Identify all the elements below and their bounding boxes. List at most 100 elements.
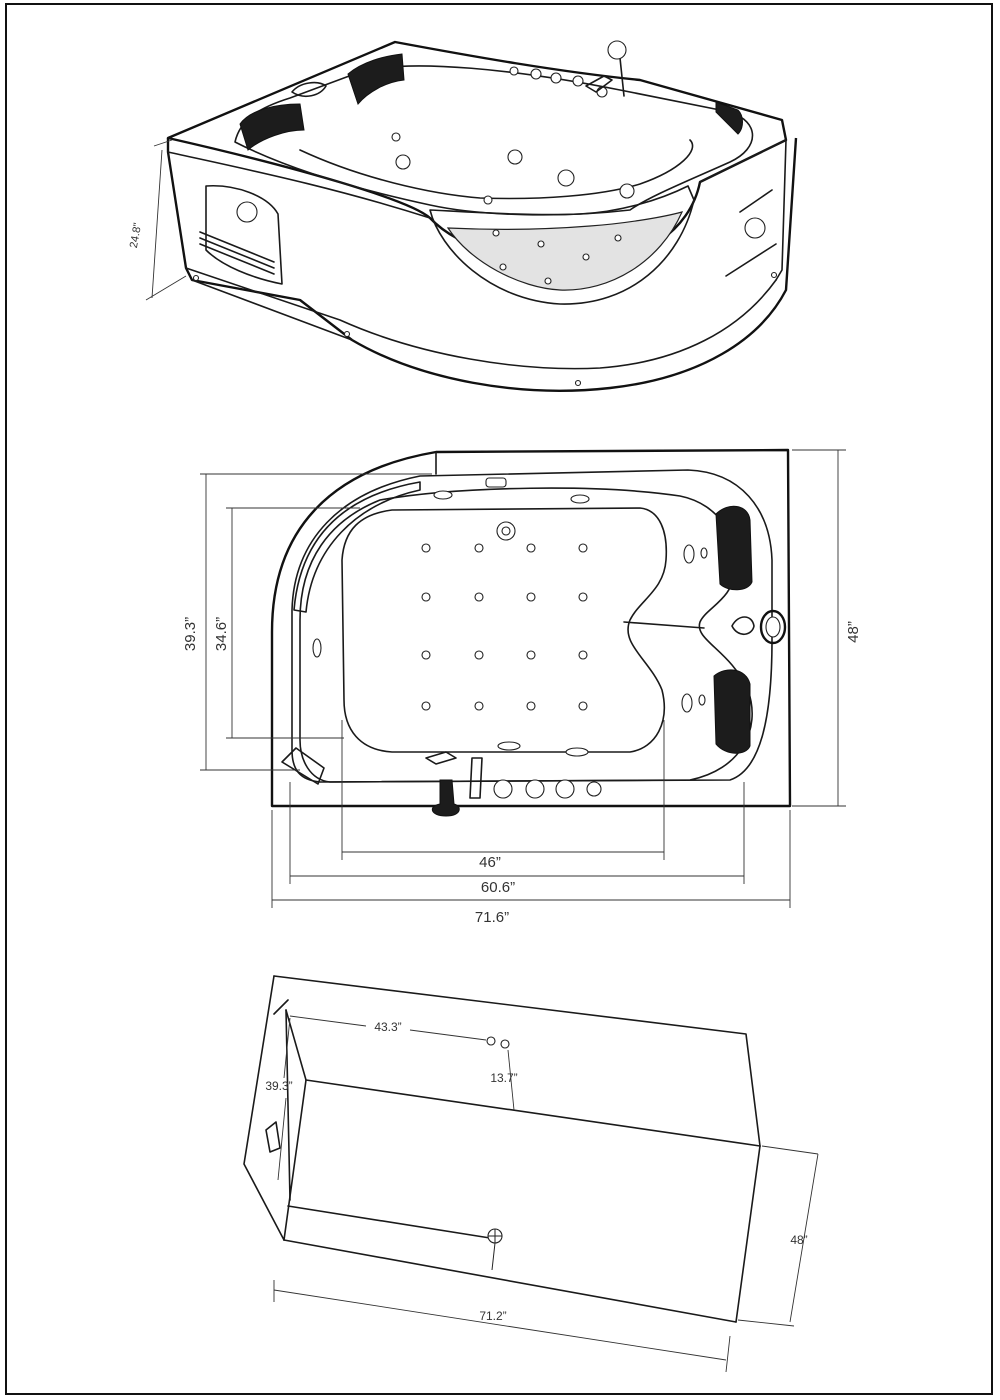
top-dim-34-6	[226, 507, 360, 739]
top-floor-jet	[526, 650, 536, 660]
install-dim-39-3-label: 39.3”	[265, 1079, 292, 1093]
top-floor-jet	[526, 592, 536, 602]
top-neck-jet	[700, 547, 708, 559]
top-side-jet	[312, 638, 322, 658]
install-drain-cross	[488, 1229, 502, 1271]
isometric-view: 24.8"	[128, 40, 798, 392]
top-floor-jet	[421, 650, 431, 660]
install-floor-front	[283, 1239, 737, 1323]
iso-control-knob	[596, 86, 608, 98]
top-control-knob	[525, 779, 545, 799]
install-left-step	[273, 999, 291, 1201]
top-rim-jet	[433, 490, 453, 500]
iso-basin-floor	[299, 139, 694, 200]
iso-window-jet	[614, 234, 622, 242]
top-dim-60-6-label: 60.6”	[481, 879, 515, 896]
iso-shower-hose	[619, 57, 625, 97]
iso-body-jet	[395, 154, 411, 170]
iso-pillow-left-deck	[291, 81, 327, 98]
iso-drain	[483, 195, 493, 205]
top-dim-34-6-label: 34.6”	[213, 617, 230, 651]
top-dim-46-label: 46”	[479, 854, 501, 871]
install-right-front	[735, 1145, 761, 1323]
top-floor-jet	[578, 701, 588, 711]
top-floor-jet	[578, 650, 588, 660]
iso-side-vent	[725, 189, 777, 277]
iso-glass-window	[446, 211, 684, 291]
top-overflow	[485, 477, 507, 488]
install-front-left	[283, 1079, 307, 1241]
installation-view: 43.3” 13.7” 39.3” 48” 71.2”	[243, 975, 819, 1373]
top-floor-jet	[474, 592, 484, 602]
iso-window-jet	[582, 253, 590, 261]
top-dim-71-6-label: 71.6”	[475, 909, 509, 926]
top-faucet-spout	[731, 616, 755, 636]
iso-foot-screw	[574, 379, 582, 387]
top-floor-jet	[526, 543, 536, 553]
top-dim-60-6	[289, 782, 745, 884]
top-control-knob	[493, 779, 513, 799]
install-side-bracket	[265, 1121, 281, 1153]
iso-skirt-base	[185, 267, 777, 370]
install-dim-13-7	[507, 1049, 515, 1111]
iso-side-cutout	[205, 185, 283, 285]
install-left-wall	[243, 975, 285, 1241]
top-dim-39-3-label: 39.3”	[182, 617, 199, 651]
iso-right-panel	[699, 139, 787, 281]
iso-foot-screw	[192, 274, 200, 282]
install-back-wall-top	[273, 975, 761, 1147]
iso-speaker	[236, 201, 258, 223]
iso-skirt-top-line	[167, 151, 431, 219]
top-floor-jet	[474, 543, 484, 553]
top-dim-48-label: 48”	[845, 621, 862, 643]
iso-headrest-left	[239, 103, 305, 151]
top-control-knob	[555, 779, 575, 799]
top-side-speaker	[759, 609, 787, 645]
install-dim-48	[737, 1145, 819, 1327]
iso-control-knob	[509, 66, 519, 76]
top-drain-inner	[501, 526, 511, 536]
iso-skirt-base-2	[191, 279, 353, 341]
iso-body-jet	[391, 132, 401, 142]
top-floor-jet	[421, 543, 431, 553]
top-jet-grid	[421, 543, 588, 711]
iso-window-frame	[429, 185, 695, 305]
iso-control-knob	[572, 75, 584, 87]
page-border	[5, 3, 993, 1395]
top-neck-jet	[683, 544, 695, 564]
iso-window-jet	[537, 240, 545, 248]
iso-height-dimension-line	[145, 139, 187, 301]
install-dim-71-2-label: 71.2”	[479, 1309, 506, 1323]
top-pillow-rest	[425, 751, 457, 765]
top-dim-71-6	[271, 810, 791, 908]
top-floor-jet	[474, 701, 484, 711]
iso-foot-screw	[770, 271, 778, 279]
top-floor-jet	[578, 592, 588, 602]
install-dim-43-3	[289, 1015, 487, 1041]
iso-body-jet	[619, 183, 635, 199]
iso-towel-rack	[199, 231, 275, 275]
top-view: 46” 60.6” 71.6” 39.3” 34.6” 48”	[182, 448, 862, 926]
top-seat-divider	[623, 621, 705, 629]
top-floor-jet	[526, 701, 536, 711]
top-rim-jet	[570, 494, 590, 504]
install-dim-39-3	[277, 1017, 291, 1181]
iso-headrest-right	[347, 53, 405, 106]
iso-window-jet	[499, 263, 507, 271]
iso-body-jet	[557, 169, 575, 187]
top-basin-outer	[299, 487, 753, 783]
top-dim-48	[792, 449, 846, 807]
install-dim-13-7-label: 13.7”	[490, 1071, 517, 1085]
install-dim-43-3-label: 43.3”	[374, 1020, 401, 1034]
top-armrest	[293, 481, 421, 613]
top-side-speaker-inner	[765, 616, 781, 638]
top-deck-jet	[497, 741, 521, 751]
top-floor-jet	[474, 650, 484, 660]
install-floor-line	[287, 1205, 491, 1239]
top-headrest-upper	[715, 505, 753, 591]
top-headrest-lower	[713, 669, 751, 754]
top-control-knob	[586, 781, 602, 797]
iso-window-jet	[544, 277, 552, 285]
